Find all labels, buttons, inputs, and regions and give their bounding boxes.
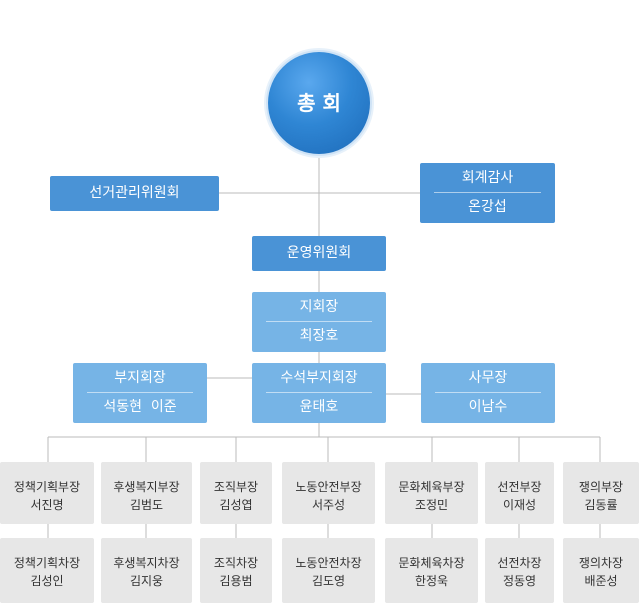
election-committee-node: 선거관리위원회 bbox=[50, 176, 219, 211]
head-title: 쟁의부장 bbox=[578, 480, 624, 494]
divider bbox=[266, 392, 372, 393]
department-deputy-node: 정책기획차장 김성인 bbox=[0, 538, 94, 603]
deputy-title: 조직차장 bbox=[213, 556, 259, 570]
department-deputy-node: 문화체육차장 한정욱 bbox=[385, 538, 478, 603]
department-deputy-node: 쟁의차장 배준성 bbox=[563, 538, 639, 603]
secretary-general-name: 이남수 bbox=[468, 399, 508, 415]
head-name: 조정민 bbox=[414, 498, 449, 512]
divider bbox=[87, 392, 193, 393]
department-deputy-node: 선전차장 정동영 bbox=[485, 538, 554, 603]
chief-name: 최장호 bbox=[299, 328, 339, 344]
chief-node: 지회장 최장호 bbox=[252, 292, 386, 352]
vice-chief-name: 석동현 이준 bbox=[103, 399, 177, 415]
head-name: 서진명 bbox=[30, 498, 64, 512]
department-deputy-node: 조직차장 김용범 bbox=[200, 538, 272, 603]
head-title: 노동안전부장 bbox=[295, 480, 362, 494]
deputy-title: 노동안전차장 bbox=[295, 556, 362, 570]
head-name: 서주성 bbox=[311, 498, 346, 512]
department-head-node: 노동안전부장 서주성 bbox=[282, 462, 375, 524]
department-head-node: 후생복지부장 김범도 bbox=[101, 462, 192, 524]
department-deputy-node: 후생복지차장 김지웅 bbox=[101, 538, 192, 603]
department-head-node: 문화체육부장 조정민 bbox=[385, 462, 478, 524]
head-title: 선전부장 bbox=[497, 480, 542, 494]
divider bbox=[266, 321, 372, 322]
department-head-node: 쟁의부장 김동률 bbox=[563, 462, 639, 524]
divider bbox=[435, 392, 541, 393]
senior-vice-chief-title: 수석부지회장 bbox=[280, 370, 358, 386]
deputy-title: 후생복지차장 bbox=[113, 556, 180, 570]
department-head-node: 조직부장 김성엽 bbox=[200, 462, 272, 524]
chief-title: 지회장 bbox=[299, 299, 339, 315]
deputy-name: 김용범 bbox=[219, 574, 253, 588]
deputy-name: 배준성 bbox=[584, 574, 618, 588]
deputy-title: 선전차장 bbox=[497, 556, 542, 570]
deputy-name: 김지웅 bbox=[129, 574, 164, 588]
senior-vice-chief-name: 윤태호 bbox=[299, 399, 339, 415]
head-name: 김동률 bbox=[584, 498, 618, 512]
deputy-name: 김성인 bbox=[30, 574, 64, 588]
vice-chief-node: 부지회장 석동현 이준 bbox=[73, 363, 207, 423]
head-name: 김성엽 bbox=[219, 498, 253, 512]
deputy-title: 문화체육차장 bbox=[398, 556, 465, 570]
deputy-name: 정동영 bbox=[502, 574, 537, 588]
secretary-general-title: 사무장 bbox=[468, 370, 508, 386]
vice-chief-title: 부지회장 bbox=[114, 370, 166, 386]
head-title: 정책기획부장 bbox=[13, 480, 81, 494]
head-title: 조직부장 bbox=[213, 480, 259, 494]
head-title: 문화체육부장 bbox=[398, 480, 465, 494]
auditor-title: 회계감사 bbox=[461, 170, 514, 186]
deputy-name: 김도영 bbox=[311, 574, 346, 588]
deputy-name: 한정욱 bbox=[414, 574, 449, 588]
general-assembly-node: 총 회 bbox=[268, 52, 370, 154]
auditor-node: 회계감사 온강섭 bbox=[420, 163, 555, 223]
department-head-node: 선전부장 이재성 bbox=[485, 462, 554, 524]
operating-committee-node: 운영위원회 bbox=[252, 236, 386, 271]
department-deputy-node: 노동안전차장 김도영 bbox=[282, 538, 375, 603]
divider bbox=[434, 192, 541, 193]
department-head-node: 정책기획부장 서진명 bbox=[0, 462, 94, 524]
head-title: 후생복지부장 bbox=[113, 480, 180, 494]
head-name: 이재성 bbox=[502, 498, 537, 512]
deputy-title: 쟁의차장 bbox=[578, 556, 624, 570]
secretary-general-node: 사무장 이남수 bbox=[421, 363, 555, 423]
auditor-name: 온강섭 bbox=[468, 199, 507, 215]
senior-vice-chief-node: 수석부지회장 윤태호 bbox=[252, 363, 386, 423]
head-name: 김범도 bbox=[129, 498, 164, 512]
deputy-title: 정책기획차장 bbox=[13, 556, 81, 570]
